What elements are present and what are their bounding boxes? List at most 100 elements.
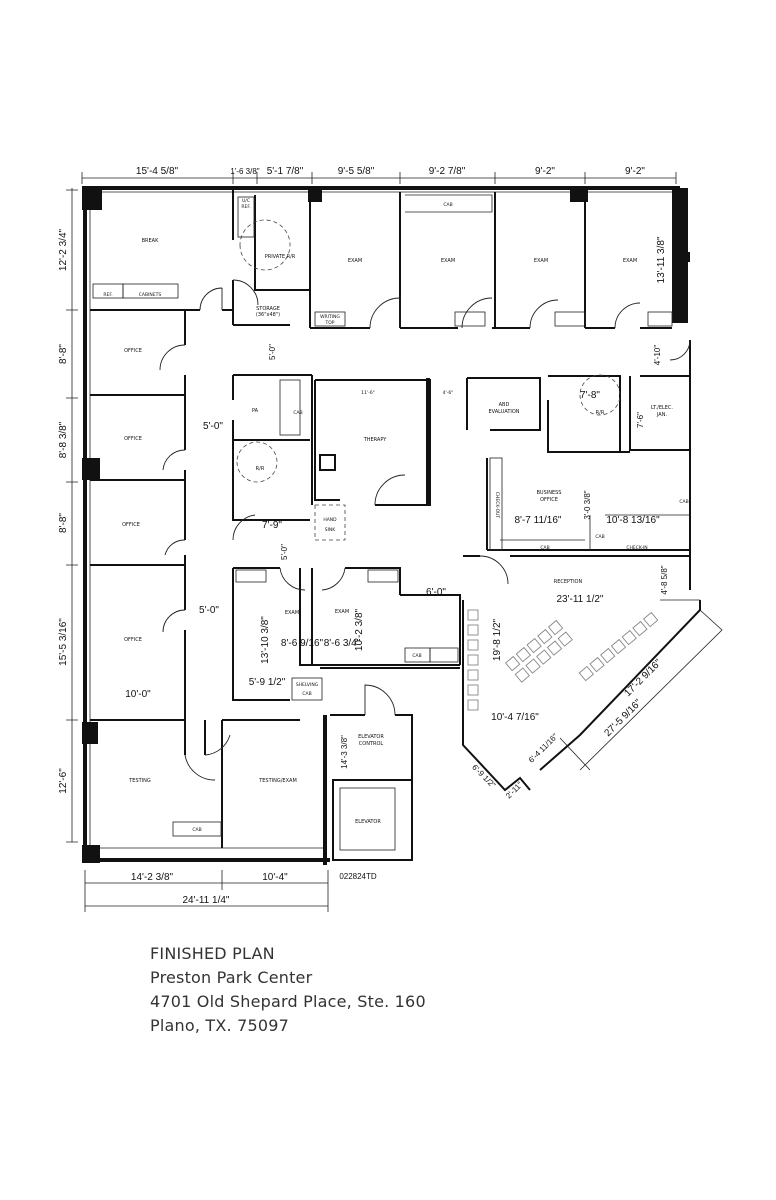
fixture-cab-small: CAB — [412, 653, 421, 659]
room-testing: TESTING — [128, 778, 151, 784]
dim-elevator: 14'-3 3/8" — [340, 735, 349, 769]
dim-diag-5: 2'-11" — [504, 780, 524, 800]
dim-top-7: 9'-2" — [625, 166, 645, 177]
room-labels: BREAK PRIVATE R/R STORAGE (36"x48") EXAM… — [122, 238, 673, 825]
fixture-check-out: CHECK-OUT — [494, 492, 500, 519]
left-dimensions: 12'-2 3/4" 8'-8" 8'-8 3/8" 8'-8" 15'-5 3… — [58, 228, 69, 793]
room-elec-jan-1: LT./ELEC. — [651, 405, 673, 411]
room-reception: RECEPTION — [554, 579, 583, 585]
dim-business-3: 3'-0 3/8" — [583, 490, 592, 519]
room-office-3: OFFICE — [122, 522, 140, 528]
fixture-cabinets: CABINETS — [139, 292, 162, 298]
room-rr-left: R/R — [256, 466, 265, 472]
room-exam-3: EXAM — [534, 258, 548, 264]
dim-diag-3: 6'-4 11/16" — [527, 732, 560, 765]
dim-right-corr: 4'-10" — [653, 345, 662, 366]
dim-top-4: 9'-5 5/8" — [338, 166, 375, 177]
dim-bottom-3: 24'-11 1/4" — [183, 895, 230, 906]
room-storage: STORAGE — [256, 306, 280, 312]
dim-top-3: 5'-1 7/8" — [267, 166, 304, 177]
dimension-lines — [66, 172, 723, 912]
room-therapy: THERAPY — [363, 437, 388, 443]
room-elec-jan-2: JAN. — [656, 412, 668, 418]
dim-left-5: 15'-5 3/16" — [58, 618, 69, 666]
dim-office-width: 10'-0" — [125, 689, 151, 700]
room-elevator: ELEVATOR — [355, 819, 381, 825]
dim-left-6: 12'-6" — [58, 768, 69, 794]
fixture-labels: U/C REF. REF. CABINETS CAB WRITING TOP C… — [103, 198, 688, 833]
fixture-cab-testing: CAB — [192, 827, 201, 833]
dim-corridor-vert2: 5'-0" — [280, 544, 289, 560]
dim-exam5-depth: 13'-10 3/8" — [260, 616, 271, 664]
room-exam-6: EXAM — [335, 609, 349, 615]
room-testing-exam: TESTING/EXAM — [258, 778, 297, 784]
reception-seating — [467, 609, 659, 711]
dim-reception-width: 23'-11 1/2" — [557, 594, 604, 605]
dim-left-3: 8'-8 3/8" — [58, 421, 69, 458]
room-exam-2: EXAM — [441, 258, 455, 264]
fixture-shelving: SHELVING — [296, 682, 319, 688]
room-office-4: OFFICE — [124, 637, 142, 643]
dim-left-1: 12'-2 3/4" — [58, 228, 69, 271]
drawing-number: 022824TD — [339, 872, 377, 881]
fixture-cab-business: CAB — [595, 534, 604, 540]
dim-reception-low: 10'-4 7/16" — [491, 712, 539, 723]
dim-left-4: 8'-8" — [58, 513, 69, 533]
fixture-uc-ref: U/C — [242, 198, 250, 204]
dim-rr-width: 7'-9" — [262, 520, 282, 531]
dim-corridor-mid: 5'-0" — [199, 605, 219, 616]
dim-top-6: 9'-2" — [535, 166, 555, 177]
room-office-2: OFFICE — [124, 436, 142, 442]
fixture-uc-ref-2: REF. — [241, 204, 250, 210]
dim-corridor-top: 5'-0" — [203, 421, 223, 432]
fixture-cab-business-2: CAB — [540, 545, 549, 551]
interior-walls — [90, 190, 701, 865]
room-abd-1: ABD — [499, 402, 510, 408]
room-break: BREAK — [142, 238, 159, 244]
dim-diag-2: 27'-5 9/16" — [602, 697, 644, 739]
room-rr-right: R/R — [596, 410, 605, 416]
dim-alcove: 6'-0" — [426, 587, 446, 598]
fixture-cab: CAB — [443, 202, 452, 208]
fixture-writing-top: WRITING — [320, 314, 340, 320]
room-exam-4: EXAM — [623, 258, 637, 264]
room-elevator-control-2: CONTROL — [359, 741, 384, 747]
street-address: 4701 Old Shepard Place, Ste. 160 — [150, 992, 426, 1011]
dim-bottom-2: 10'-4" — [262, 872, 288, 883]
room-office-1: OFFICE — [124, 348, 142, 354]
room-elevator-control-1: ELEVATOR — [358, 734, 384, 740]
dim-therapy-width: 11'-6" — [361, 390, 375, 396]
dim-business-2: 10'-8 13/16" — [606, 515, 660, 526]
fixture-check-in: CHECK-IN — [626, 545, 647, 551]
dim-exam6-depth: 10'-2 3/8" — [354, 608, 365, 651]
dim-exam5-width: 8'-6 9/16" — [281, 638, 324, 649]
dim-top-2: 1'-6 3/8" — [230, 167, 259, 176]
dim-rr-right: 7'-8" — [580, 390, 600, 401]
building-name: Preston Park Center — [150, 968, 313, 987]
fixture-cab-right: CAB — [679, 499, 688, 505]
dim-top-5: 9'-2 7/8" — [429, 166, 466, 177]
dim-jan: 7'-6" — [636, 412, 645, 428]
fixture-ref: REF. — [103, 292, 112, 298]
room-exam-1: EXAM — [348, 258, 362, 264]
room-business-2: OFFICE — [540, 497, 558, 503]
dim-reception-depth: 19'-8 1/2" — [492, 618, 503, 661]
dim-exam6-width: 8'-6 3/4" — [324, 638, 361, 649]
dim-exam5-small: 5'-9 1/2" — [249, 677, 286, 688]
fixture-hand-sink-2: SINK — [325, 527, 337, 533]
dim-bottom-1: 14'-2 3/8" — [131, 872, 174, 883]
dim-exam-depth: 13'-11 3/8" — [656, 236, 667, 283]
room-private-rr: PRIVATE R/R — [265, 254, 296, 260]
title-block: FINISHED PLAN Preston Park Center 4701 O… — [150, 942, 426, 1038]
dim-left-2: 8'-8" — [58, 344, 69, 364]
dim-abd: 4'-6" — [443, 390, 454, 396]
fixture-cab-shelving: CAB — [302, 691, 311, 697]
room-pa: PA — [252, 408, 259, 414]
dim-business-1: 8'-7 11/16" — [515, 515, 562, 526]
city-state-zip: Plano, TX. 75097 — [150, 1016, 290, 1035]
bottom-dimensions: 14'-2 3/8" 10'-4" 24'-11 1/4" — [131, 872, 288, 906]
top-dimensions: 15'-4 5/8" 1'-6 3/8" 5'-1 7/8" 9'-5 5/8"… — [136, 166, 645, 177]
dim-top-1: 15'-4 5/8" — [136, 166, 179, 177]
exterior-walls — [82, 186, 690, 863]
